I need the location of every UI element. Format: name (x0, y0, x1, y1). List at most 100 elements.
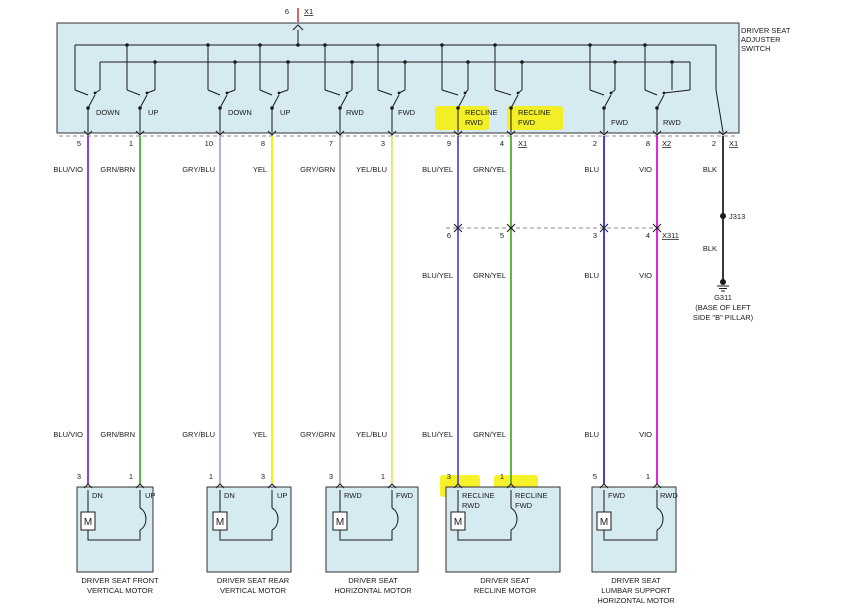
motor4-term-b-line2: FWD (515, 501, 533, 510)
wire1-label-bottom: BLU/VIO (53, 430, 83, 439)
switch-contact-leads (74, 62, 691, 96)
ground-id: G311 (714, 293, 732, 302)
motor-icon: M (332, 511, 348, 531)
motor-lumbar: 5 1 FWD RWD DRIVER SEAT LUMBAR SUPPORT H… (591, 472, 678, 605)
motor4-term-a-line2: RWD (462, 501, 480, 510)
wire9-label-bottom: BLU (584, 430, 599, 439)
ground-branch: BLK J313 BLK G311 (BASE OF LEFT SIDE "B"… (693, 136, 754, 322)
wire7-label-bottom: BLU/YEL (422, 430, 453, 439)
wire7-label-top: BLU/YEL (422, 165, 453, 174)
motor3-pin-b: 1 (381, 472, 385, 481)
motor-internals (87, 490, 664, 541)
motor-terminals (83, 483, 662, 489)
motor-icon: M (80, 511, 96, 531)
motor-icon: M (450, 511, 466, 531)
label-rwd-1: RWD (346, 108, 364, 117)
switch-pin-8b: 8 (646, 139, 650, 148)
splice-label: J313 (729, 212, 745, 221)
motor1-term-a: DN (92, 491, 103, 500)
x311-pin-6: 6 (447, 231, 451, 240)
motor4-term-a-line1: RECLINE (462, 491, 495, 500)
wire6-label-top: YEL/BLU (356, 165, 387, 174)
wire-labels-top: BLU/VIO GRN/BRN GRY/BLU YEL GRY/GRN YEL/… (53, 165, 652, 174)
switch-pin-2a: 2 (593, 139, 597, 148)
highlight-recline-fwd (507, 106, 563, 130)
motor5-name-line1: DRIVER SEAT (611, 576, 661, 585)
top-pin-label: 6 (285, 7, 289, 16)
motor5-pin-b: 1 (646, 472, 650, 481)
motor5-name-line2: LUMBAR SUPPORT (601, 586, 671, 595)
wire6-label-bottom: YEL/BLU (356, 430, 387, 439)
motor2-term-a: DN (224, 491, 235, 500)
wire1-label-top: BLU/VIO (53, 165, 83, 174)
x311-pin-3: 3 (593, 231, 597, 240)
top-connector-label: X1 (304, 7, 313, 16)
switch-title-line3: SWITCH (741, 44, 771, 53)
motor-symbol-label: M (336, 517, 344, 528)
label-rwd-2: RWD (663, 118, 681, 127)
motor4-term-b-line1: RECLINE (515, 491, 548, 500)
ground-location-line1: (BASE OF LEFT (695, 303, 751, 312)
motor3-name-line2: HORIZONTAL MOTOR (334, 586, 412, 595)
motor-symbol-label: M (84, 517, 92, 528)
motor-symbols: M M M M M (80, 511, 612, 531)
wire2-label-top: GRN/BRN (100, 165, 135, 174)
top-power-feed: 6 X1 (285, 7, 313, 31)
switch-pin-1: 1 (129, 139, 133, 148)
wire10-label-mid: VIO (639, 271, 652, 280)
switch-pin-2b: 2 (712, 139, 716, 148)
motor3-term-b: FWD (396, 491, 414, 500)
switch-pin-7: 7 (329, 139, 333, 148)
highlight-recline-rwd (435, 106, 489, 130)
switch-junction-dots (125, 43, 674, 64)
ground-location-line2: SIDE "B" PILLAR) (693, 313, 754, 322)
wire9-label-mid: BLU (584, 271, 599, 280)
label-up-2: UP (280, 108, 290, 117)
motor2-name-line1: DRIVER SEAT REAR (217, 576, 290, 585)
motor1-term-b: UP (145, 491, 155, 500)
switch-drops (87, 108, 658, 132)
label-up-1: UP (148, 108, 158, 117)
colored-wires (87, 136, 658, 484)
label-fwd-1: FWD (398, 108, 416, 117)
motor-icon: M (212, 511, 228, 531)
wire10-label-bottom: VIO (639, 430, 652, 439)
motor5-term-b: RWD (660, 491, 678, 500)
label-down-2: DOWN (228, 108, 252, 117)
motor-front-vertical: 3 1 DN UP DRIVER SEAT FRONT VERTICAL MOT… (76, 472, 159, 595)
switch-pin-numbers: 5 1 10 8 7 3 9 4 2 8 2 X1 X2 X1 (77, 139, 738, 148)
wire5-label-bottom: GRY/GRN (300, 430, 335, 439)
wire4-label-top: YEL (253, 165, 267, 174)
wire4-label-bottom: YEL (253, 430, 267, 439)
switch-connector-terminals (83, 130, 728, 136)
wire8-label-mid: GRN/YEL (473, 271, 506, 280)
switch-pin-3: 3 (381, 139, 385, 148)
motor5-name-line3: HORIZONTAL MOTOR (597, 596, 675, 605)
switch-title-line2: ADJUSTER (741, 35, 781, 44)
switch-pin-9: 9 (447, 139, 451, 148)
wire9-label-top: BLU (584, 165, 599, 174)
wire-labels-mid: BLU/YEL GRN/YEL BLU VIO (422, 271, 652, 280)
switch-pin-5: 5 (77, 139, 81, 148)
switch-pin-10: 10 (205, 139, 213, 148)
x311-name: X311 (662, 231, 679, 240)
switch-box (56, 22, 740, 134)
inline-connector-x311: 6 5 3 4 X311 (446, 223, 679, 240)
motor1-pin-a: 3 (77, 472, 81, 481)
motor1-pin-b: 1 (129, 472, 133, 481)
wire7-label-mid: BLU/YEL (422, 271, 453, 280)
wire2-label-bottom: GRN/BRN (100, 430, 135, 439)
motor5-pin-a: 5 (593, 472, 597, 481)
motor2-pin-b: 3 (261, 472, 265, 481)
wire8-label-top: GRN/YEL (473, 165, 506, 174)
connector-x2: X2 (662, 139, 671, 148)
x311-pin-4: 4 (646, 231, 650, 240)
motor2-name-line2: VERTICAL MOTOR (220, 586, 287, 595)
motor3-term-a: RWD (344, 491, 362, 500)
connector-x1-b: X1 (729, 139, 738, 148)
label-fwd-2: FWD (611, 118, 629, 127)
x311-pin-5: 5 (500, 231, 504, 240)
wire3-label-top: GRY/BLU (182, 165, 215, 174)
motor-icon: M (596, 511, 612, 531)
